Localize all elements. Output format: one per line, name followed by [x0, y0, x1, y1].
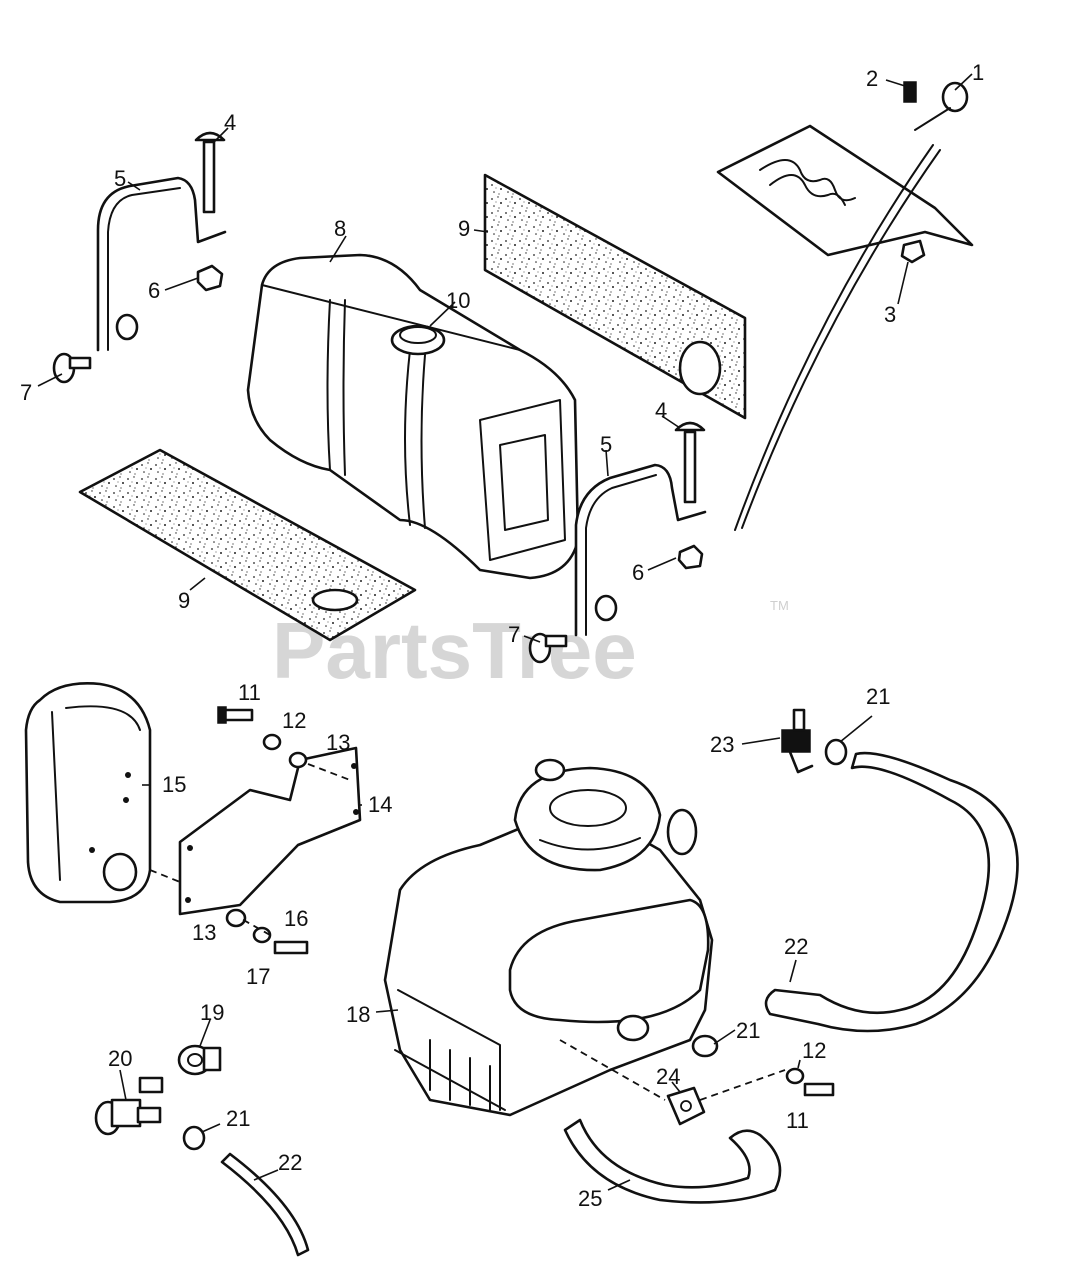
- tank-pad-upper: [483, 173, 747, 420]
- carriage-bolt-left: [194, 131, 226, 214]
- callout-10: 10: [446, 288, 470, 313]
- callout-22-upper: 22: [784, 934, 808, 959]
- fuel-shutoff-valve: [781, 708, 814, 774]
- callout-21-middle: 21: [736, 1018, 760, 1043]
- callout-8: 8: [334, 216, 346, 241]
- callout-12-lower: 12: [802, 1038, 826, 1063]
- callout-20: 20: [108, 1046, 132, 1071]
- callout-6-left: 6: [148, 278, 160, 303]
- muffler-bracket: [178, 746, 362, 916]
- fuel-hose-upper: [764, 751, 1019, 1033]
- callout-5-left: 5: [114, 166, 126, 191]
- callout-6-right: 6: [632, 560, 644, 585]
- engine-air-cleaner: [508, 898, 710, 1024]
- callout-23: 23: [710, 732, 734, 757]
- hose-clamp-lower: [182, 1125, 206, 1151]
- callout-4-right: 4: [655, 398, 667, 423]
- callout-14: 14: [368, 792, 392, 817]
- callout-1: 1: [972, 60, 984, 85]
- callout-9-upper: 9: [458, 216, 470, 241]
- callout-3: 3: [884, 302, 896, 327]
- callout-13-upper: 13: [326, 730, 350, 755]
- callout-21-upper: 21: [866, 684, 890, 709]
- callout-22-lower: 22: [278, 1150, 302, 1175]
- fuel-hose-short: [220, 1152, 310, 1257]
- callout-2: 2: [866, 66, 878, 91]
- fuel-hose-lower: [563, 1118, 782, 1204]
- callout-15: 15: [162, 772, 186, 797]
- callout-labels: 1 2 3 4 4 5 5 6 6 7 7 8 9 9 10 11 11 12 …: [20, 60, 984, 1211]
- callout-4-left: 4: [224, 110, 236, 135]
- muffler-hardware: [217, 706, 309, 955]
- callout-7-left: 7: [20, 380, 32, 405]
- carriage-bolt-right: [674, 421, 706, 504]
- callout-17: 17: [246, 964, 270, 989]
- callout-18: 18: [346, 1002, 370, 1027]
- fuel-cap: [390, 324, 446, 356]
- engine: [383, 758, 714, 1117]
- watermark-trademark: TM: [770, 598, 789, 613]
- callout-11-lower: 11: [786, 1108, 809, 1133]
- leader-lines: [37, 73, 973, 1191]
- callout-9-lower: 9: [178, 588, 190, 613]
- callout-21-lower: 21: [226, 1106, 250, 1131]
- tank-strap-right: [574, 463, 707, 637]
- muffler: [24, 682, 152, 904]
- fuel-tank: [246, 253, 580, 580]
- engine-blower-housing: [513, 766, 662, 872]
- pipe-fitting: [177, 1044, 222, 1076]
- hex-nut-icon: [115, 264, 704, 622]
- callout-25: 25: [578, 1186, 602, 1211]
- callout-7-right: 7: [508, 622, 520, 647]
- callout-5-right: 5: [600, 432, 612, 457]
- callout-24: 24: [656, 1064, 680, 1089]
- callout-13-lower: 13: [192, 920, 216, 945]
- hose-clamp-icon: [824, 738, 848, 766]
- throttle-control: [716, 81, 974, 531]
- callout-19: 19: [200, 1000, 224, 1025]
- callout-16: 16: [284, 906, 308, 931]
- drain-valve: [94, 1076, 164, 1136]
- control-knob: [941, 81, 969, 113]
- callout-11-upper: 11: [238, 680, 261, 705]
- tank-strap-left: [96, 176, 227, 352]
- callout-12-upper: 12: [282, 708, 306, 733]
